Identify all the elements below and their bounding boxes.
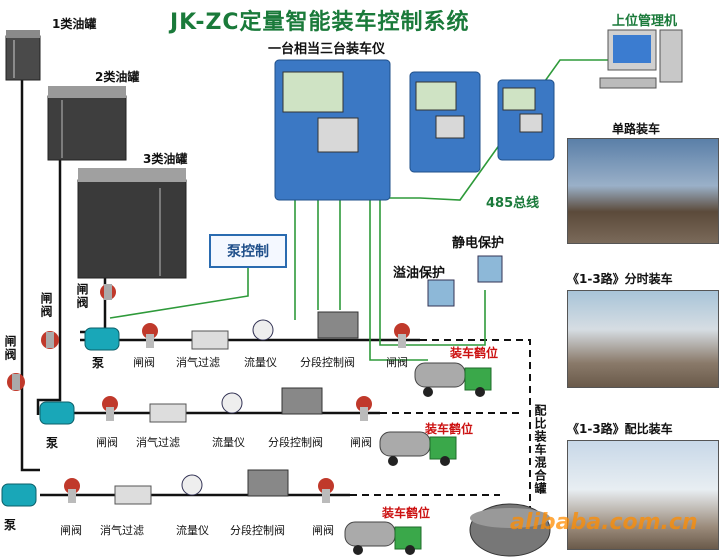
flowmeter-label: 流量仪: [212, 436, 245, 449]
truck-icon: [414, 362, 492, 397]
truck-icon: [379, 431, 457, 466]
photo-ratio-loading: [567, 440, 719, 550]
overflow-sensor: [427, 279, 455, 307]
filter-label: 消气过滤: [176, 356, 220, 369]
seg-valve-label: 分段控制阀: [300, 356, 355, 369]
seg-valve-label: 分段控制阀: [268, 436, 323, 449]
filter-label: 消气过滤: [136, 436, 180, 449]
pump-label: 泵: [92, 356, 105, 370]
tank-3-label: 3类油罐: [143, 152, 188, 166]
mix-lines: [350, 339, 531, 510]
row1-components: [41, 284, 410, 351]
loading-position-label: 装车鹤位: [425, 422, 474, 436]
static-protect-label: 静电保护: [452, 236, 505, 251]
diagram-title: JK-ZC定量智能装车控制系统: [170, 10, 470, 35]
static-sensor: [477, 255, 503, 283]
tank-1-label: 1类油罐: [52, 17, 97, 31]
mix-tank-label: 配比装车混合罐: [533, 404, 547, 495]
gate-valve-label: 闸阀: [96, 436, 118, 449]
photo-timeshare-loading: [567, 290, 719, 388]
side-valve-label: 闸阀: [39, 292, 53, 318]
photo-single-loading: [567, 138, 719, 244]
pump-label: 泵: [46, 436, 59, 450]
filter-label: 消气过滤: [100, 524, 144, 537]
side-valve-label: 闸阀: [75, 283, 89, 309]
flowmeter-label: 流量仪: [176, 524, 209, 537]
gate-valve-label: 闸阀: [60, 524, 82, 537]
bus-label: 485总线: [486, 196, 540, 211]
mix-tank-shape: [469, 503, 551, 557]
gate-valve-label: 闸阀: [133, 356, 155, 369]
row3-components: [1, 469, 334, 507]
controller-3: [497, 79, 555, 161]
tank-2-label: 2类油罐: [95, 70, 140, 84]
controller-1: [274, 59, 391, 201]
photo-label-ratio: 《1-3路》配比装车: [567, 422, 673, 436]
side-valve-label: 闸阀: [3, 335, 17, 361]
flowmeter-label: 流量仪: [244, 356, 277, 369]
truck-icon: [344, 521, 422, 555]
pump-label: 泵: [4, 518, 17, 532]
computer-icon: [599, 29, 683, 89]
host-pc-label: 上位管理机: [612, 14, 678, 29]
overflow-protect-label: 溢油保护: [393, 266, 446, 281]
tank-2: [47, 86, 127, 161]
watermark-text: alibaba.com.cn: [510, 510, 698, 535]
photo-label-single: 单路装车: [612, 122, 661, 136]
gate-valve-label: 闸阀: [386, 356, 408, 369]
photo-label-timeshare: 《1-3路》分时装车: [567, 272, 673, 286]
loading-position-label: 装车鹤位: [382, 506, 431, 520]
gate-valve-label: 闸阀: [312, 524, 334, 537]
controller-2: [409, 71, 481, 173]
tank-3: [77, 168, 187, 279]
pump-control-box: 泵控制: [209, 234, 287, 268]
row2-components: [7, 373, 372, 425]
tank-1: [5, 30, 41, 81]
gate-valve-label: 闸阀: [350, 436, 372, 449]
subtitle: 一台相当三台装车仪: [268, 42, 386, 57]
loading-position-label: 装车鹤位: [450, 346, 499, 360]
seg-valve-label: 分段控制阀: [230, 524, 285, 537]
